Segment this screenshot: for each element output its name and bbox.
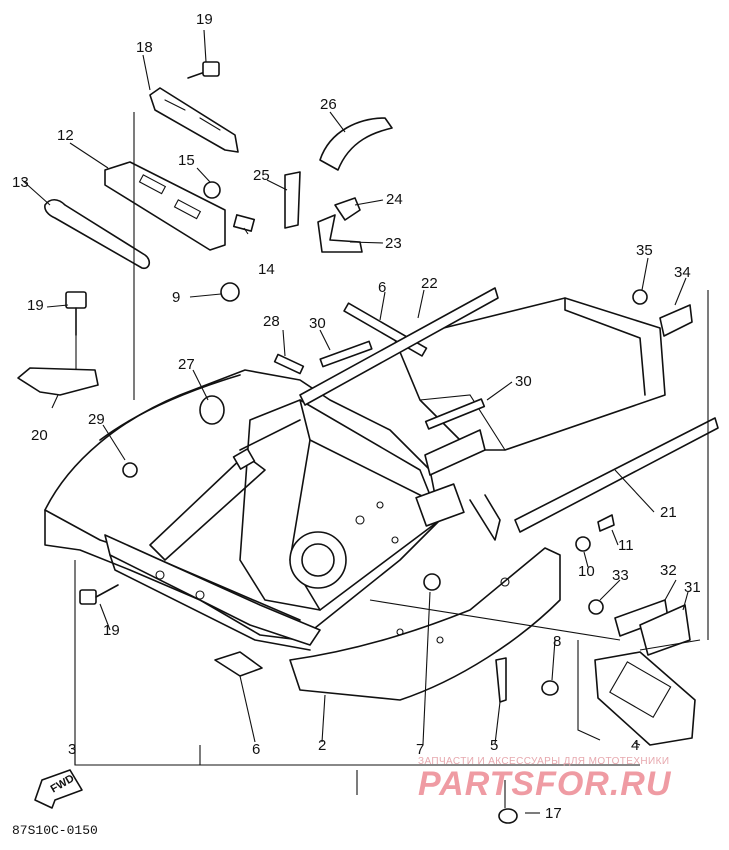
part-12-plate bbox=[104, 161, 226, 251]
part-15-nut bbox=[203, 181, 221, 199]
label-29: 29 bbox=[88, 411, 105, 428]
part-28-strip bbox=[273, 353, 305, 375]
part-23-clip bbox=[317, 214, 363, 253]
part-19-bolt-bottom bbox=[79, 584, 119, 605]
label-2: 2 bbox=[318, 737, 327, 754]
part-18-bracket bbox=[149, 87, 239, 153]
label-22: 22 bbox=[421, 275, 438, 292]
label-18: 18 bbox=[136, 39, 153, 56]
part-19-bolt-left bbox=[65, 291, 87, 336]
part-5-post bbox=[495, 657, 507, 703]
part-21-rail bbox=[514, 417, 719, 533]
label-32: 32 bbox=[660, 562, 677, 579]
label-8: 8 bbox=[553, 633, 562, 650]
label-33: 33 bbox=[612, 567, 629, 584]
part-34-reflector bbox=[659, 304, 693, 337]
label-25: 25 bbox=[253, 167, 270, 184]
label-14: 14 bbox=[258, 261, 275, 278]
label-12: 12 bbox=[57, 127, 74, 144]
part-27-bushing bbox=[199, 395, 225, 425]
drawing-code: 87S10C-0150 bbox=[12, 823, 98, 838]
fwd-arrow-icon bbox=[34, 769, 83, 809]
watermark: ЗАПЧАСТИ И АКСЕССУАРЫ ДЛЯ МОТОТЕХНИКИ PA… bbox=[418, 756, 671, 804]
label-27: 27 bbox=[178, 356, 195, 373]
label-28: 28 bbox=[263, 313, 280, 330]
part-13-strap bbox=[44, 198, 151, 270]
part-17-grommet bbox=[498, 808, 518, 824]
label-35: 35 bbox=[636, 242, 653, 259]
label-19-top: 19 bbox=[196, 11, 213, 28]
part-31-reflector bbox=[639, 604, 691, 656]
part-25-rod bbox=[284, 171, 301, 229]
part-10-washer bbox=[575, 536, 591, 552]
label-6-bottom: 6 bbox=[252, 741, 261, 758]
part-4-tail-light bbox=[594, 651, 696, 746]
part-33-nut bbox=[588, 599, 604, 615]
label-31: 31 bbox=[684, 579, 701, 596]
label-23: 23 bbox=[385, 235, 402, 252]
watermark-subtitle: ЗАПЧАСТИ И АКСЕССУАРЫ ДЛЯ МОТОТЕХНИКИ bbox=[418, 756, 670, 767]
label-13: 13 bbox=[12, 174, 29, 191]
label-17: 17 bbox=[545, 805, 562, 822]
part-24-clip bbox=[334, 197, 361, 221]
part-22-rail bbox=[299, 287, 499, 406]
part-30-bar-left bbox=[319, 340, 373, 368]
label-5: 5 bbox=[490, 737, 499, 754]
label-19-bottom: 19 bbox=[103, 622, 120, 639]
label-10: 10 bbox=[578, 563, 595, 580]
label-9: 9 bbox=[172, 289, 181, 306]
label-30-left: 30 bbox=[309, 315, 326, 332]
part-26-handle bbox=[319, 117, 393, 171]
part-6-bracket-bottom bbox=[214, 651, 263, 677]
label-21: 21 bbox=[660, 504, 677, 521]
part-14-pad bbox=[232, 214, 256, 232]
part-11-screw bbox=[597, 514, 615, 532]
label-7: 7 bbox=[416, 741, 425, 758]
label-34: 34 bbox=[674, 264, 691, 281]
leader-lines bbox=[21, 29, 709, 814]
part-29-plug bbox=[122, 462, 138, 478]
label-26: 26 bbox=[320, 96, 337, 113]
part-35-nut bbox=[632, 289, 648, 305]
label-4: 4 bbox=[631, 737, 640, 754]
part-7-cap bbox=[423, 573, 441, 591]
label-11: 11 bbox=[618, 537, 634, 554]
part-9-grommet bbox=[220, 282, 240, 302]
part-20-clamp bbox=[17, 367, 99, 396]
label-19-left: 19 bbox=[27, 297, 44, 314]
label-15: 15 bbox=[178, 152, 195, 169]
part-19-bolt-top bbox=[187, 61, 220, 79]
watermark-brand: PARTSFOR.RU bbox=[418, 765, 672, 803]
label-20: 20 bbox=[31, 427, 48, 444]
label-30-right: 30 bbox=[515, 373, 532, 390]
label-24: 24 bbox=[386, 191, 403, 208]
part-30-bar-right bbox=[424, 398, 486, 430]
part-8-plug bbox=[541, 680, 559, 696]
label-3: 3 bbox=[68, 741, 77, 758]
label-6-top: 6 bbox=[378, 279, 387, 296]
